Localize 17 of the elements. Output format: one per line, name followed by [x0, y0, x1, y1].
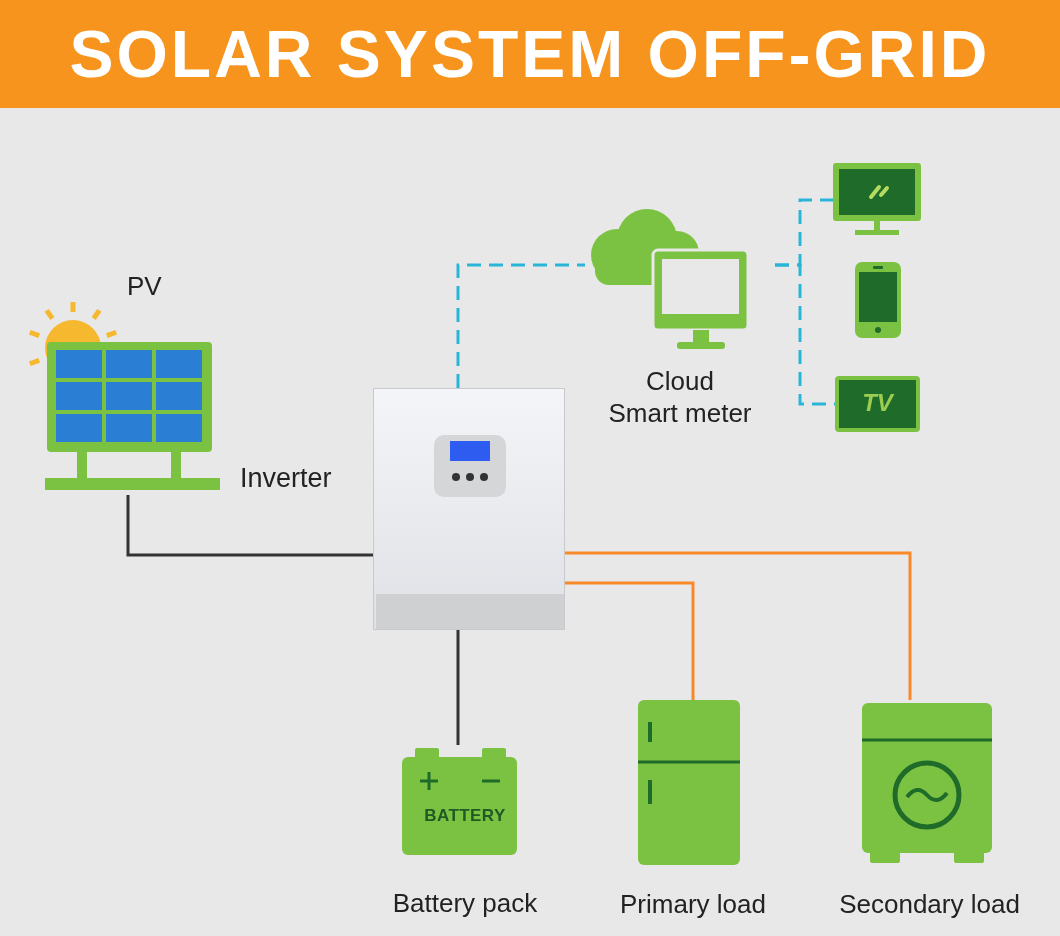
screen-text: TV [862, 388, 893, 418]
cable-line [456, 630, 460, 745]
cable-line [565, 551, 912, 700]
node-label: PV [127, 270, 162, 302]
tv-screen [835, 376, 920, 432]
node-label: Smart meter [608, 397, 752, 429]
node-label: Cloud [646, 365, 714, 397]
cable-line [565, 581, 695, 700]
dashed-connector [456, 263, 585, 388]
node-label: Primary load [620, 888, 766, 920]
inverter-device [373, 388, 565, 630]
device-label: Inverter [240, 462, 332, 494]
cable-line [126, 495, 373, 557]
battery-label: BATTERY [424, 805, 506, 827]
node-label: Secondary load [839, 888, 1020, 920]
title: SOLAR SYSTEM OFF-GRID [69, 16, 991, 93]
node-label: Battery pack [392, 887, 538, 919]
